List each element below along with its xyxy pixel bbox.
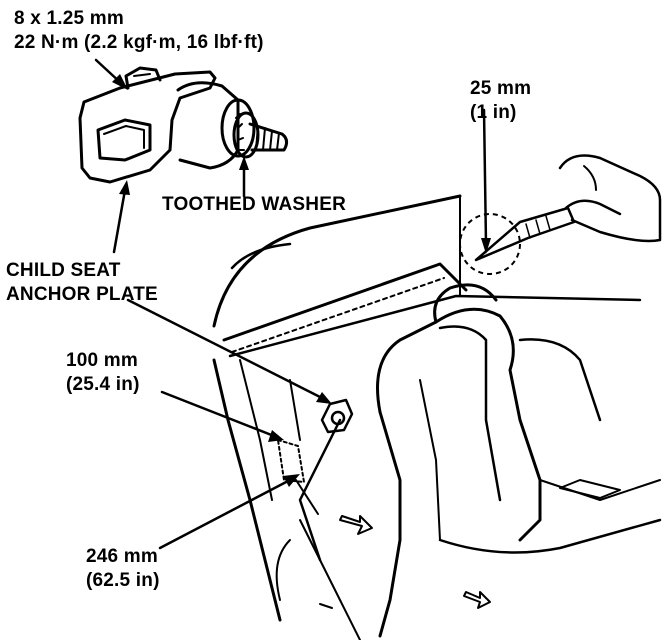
toothed-washer-label: TOOTHED WASHER <box>162 194 347 215</box>
leader-100mm <box>160 390 276 438</box>
distance-246-imperial-label: (62.5 in) <box>86 570 160 591</box>
distance-100-label: 100 mm <box>66 350 138 371</box>
leader-246mm <box>158 478 292 550</box>
depth-imperial-label: (1 in) <box>470 102 517 123</box>
bolt-size-label: 8 x 1.25 mm <box>14 8 124 29</box>
distance-100-imperial-label: (25.4 in) <box>66 374 140 395</box>
cut-detail <box>459 108 662 275</box>
anchor-plate-label-line2: ANCHOR PLATE <box>6 284 158 305</box>
anchor-plate-detail <box>78 66 289 184</box>
distance-246-label: 246 mm <box>86 546 158 567</box>
depth-label: 25 mm <box>470 78 532 99</box>
torque-label: 22 N·m (2.2 kgf·m, 16 lbf·ft) <box>14 32 264 53</box>
rear-seat-scene <box>212 194 662 640</box>
anchor-plate-label: CHILD SEAT <box>6 260 121 281</box>
